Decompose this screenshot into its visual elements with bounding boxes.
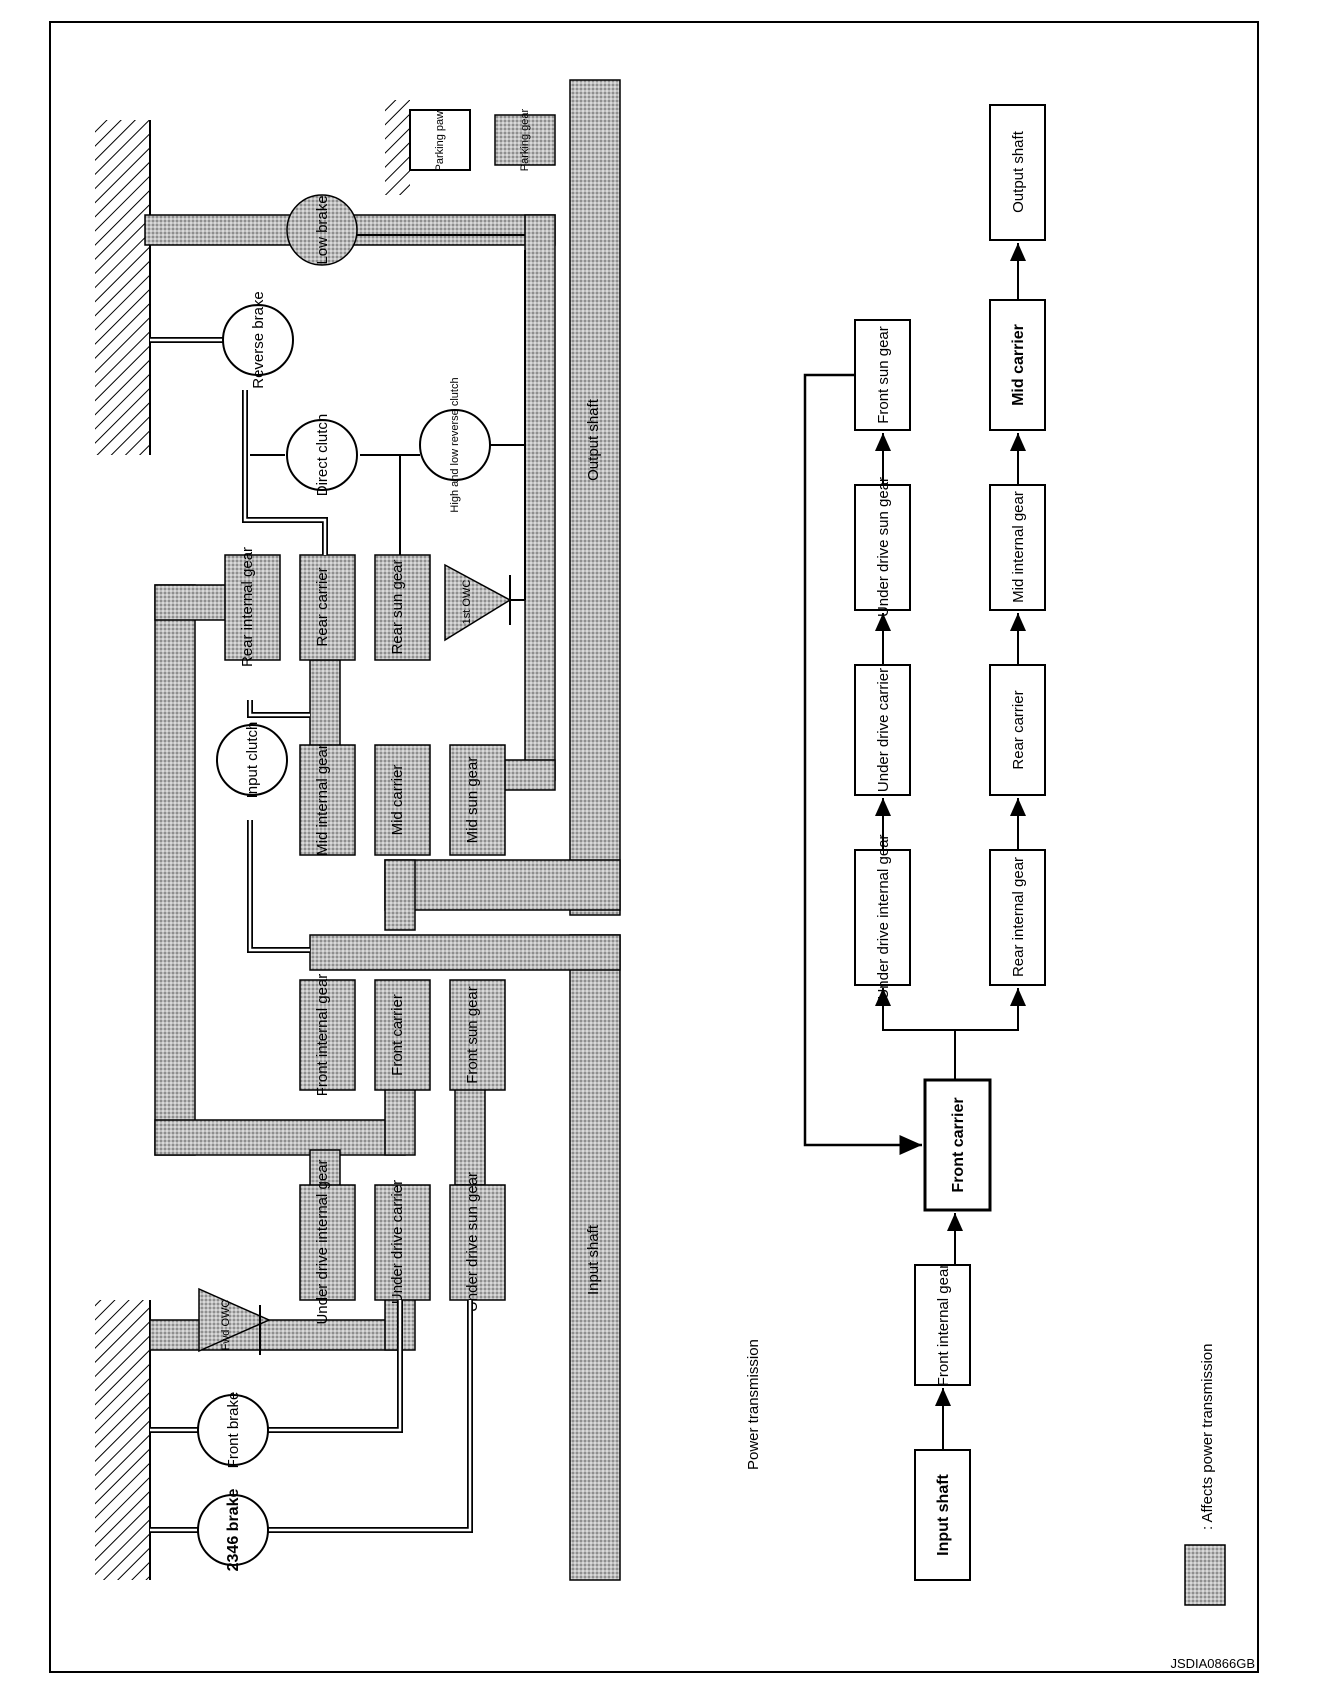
- brake-2346-label: 2346 brake: [225, 1489, 242, 1572]
- flow-ud-internal: [854, 849, 911, 986]
- flow-ud-carrier-label: Under drive carrier: [875, 668, 892, 792]
- ud-internal-gear-label: Under drive internal gear: [314, 1159, 331, 1324]
- low-brake-circle: [286, 194, 358, 266]
- front-brake-label: Front brake: [225, 1392, 242, 1469]
- hlr-clutch-circle: [419, 409, 491, 481]
- low-brake-label: Low brake: [314, 195, 331, 264]
- input-clutch-circle: [216, 724, 288, 796]
- flow-front-sun: [854, 319, 911, 431]
- rear-carrier-box: [299, 554, 356, 661]
- reference-code: JSDIA0866GB: [1170, 1656, 1255, 1671]
- rear-carrier-link: [309, 659, 341, 756]
- ground-hatch-top: [95, 120, 150, 455]
- ground-hatch-bottom: [95, 1300, 150, 1580]
- flow-ud-sun: [854, 484, 911, 611]
- rear-sun-gear-label: Rear sun gear: [389, 559, 406, 654]
- fwd-owc-label: Fwd OWC: [220, 1300, 232, 1351]
- flow-ud-sun-label: Under drive sun gear: [875, 477, 892, 617]
- gear-schematic: Under drive internal gear Under drive ca…: [95, 79, 621, 1581]
- parking-pawl-label: Parking pawl: [434, 109, 446, 172]
- front-internal-gear-box: [299, 979, 356, 1091]
- ud-carrier-label: Under drive carrier: [389, 1180, 406, 1304]
- input-clutch-label: Input clutch: [244, 722, 261, 799]
- output-shaft-band: [569, 79, 621, 916]
- flow-front-internal-label: Front internal gear: [935, 1264, 952, 1387]
- legend-swatch: [1184, 1544, 1226, 1606]
- front-sun-gear-label: Front sun gear: [464, 986, 481, 1084]
- hlr-clutch-label: High and low reverse clutch: [449, 377, 461, 512]
- input-shaft-connector: [309, 934, 621, 971]
- fwd-owc-triangle: [198, 1287, 271, 1353]
- first-owc-triangle: [444, 563, 512, 642]
- ground-hatch-pawl: [385, 100, 410, 195]
- flow-front-internal: [914, 1264, 971, 1386]
- flow-ud-internal-label: Under drive internal gear: [875, 834, 892, 999]
- flow-front-carrier-label: Front carrier: [950, 1097, 967, 1192]
- legend-text: : Affects power transmission: [1199, 1344, 1216, 1530]
- ud-internal-gear-box: [299, 1184, 356, 1301]
- ud-sun-gear-box: [449, 1184, 506, 1301]
- mid-carrier-label: Mid carrier: [389, 765, 406, 836]
- ud-sun-gear-label: Under drive sun gear: [464, 1172, 481, 1312]
- brake-2346-circle: [197, 1494, 269, 1566]
- reverse-brake-circle: [222, 304, 294, 376]
- flow-output-shaft: [989, 104, 1046, 241]
- flow-mid-carrier-label: Mid carrier: [1010, 324, 1027, 406]
- front-carrier-box: [374, 979, 431, 1091]
- flow-rear-internal-label: Rear internal gear: [1010, 857, 1027, 977]
- mid-sun-gear-box: [449, 744, 506, 856]
- flow-front-carrier: [923, 1078, 992, 1212]
- input-shaft-label: Input shaft: [585, 1224, 602, 1295]
- front-carrier-label: Front carrier: [389, 994, 406, 1076]
- flow-mid-internal: [989, 484, 1046, 611]
- flow-mid-internal-label: Mid internal gear: [1010, 491, 1027, 603]
- ud-carrier-box: [374, 1184, 431, 1301]
- parking-gear-box: [494, 114, 556, 166]
- output-shaft-connector: [384, 859, 621, 911]
- parking-pawl-box: [409, 109, 471, 171]
- flow-input-shaft-label: Input shaft: [935, 1473, 952, 1555]
- direct-clutch-label: Direct clutch: [314, 414, 331, 497]
- parking-gear-label: Parking gear: [519, 108, 531, 171]
- flow-front-sun-label: Front sun gear: [875, 326, 892, 424]
- flow-input-shaft: [914, 1449, 971, 1581]
- output-shaft-label: Output shaft: [585, 398, 602, 481]
- rear-internal-loop: [154, 584, 196, 1156]
- power-flow: Power transmission Input shaft Front int…: [745, 104, 1226, 1606]
- flow-rear-carrier-label: Rear carrier: [1010, 690, 1027, 769]
- first-owc-label: 1st OWC: [461, 580, 473, 625]
- mid-carrier-box: [374, 744, 431, 856]
- mid-sun-gear-label: Mid sun gear: [464, 757, 481, 844]
- front-sun-gear-box: [449, 979, 506, 1091]
- rear-carrier-label: Rear carrier: [314, 567, 331, 646]
- rear-internal-gear-box: [224, 554, 281, 661]
- front-brake-circle: [197, 1394, 269, 1466]
- power-transmission-title: Power transmission: [745, 1339, 762, 1470]
- flow-rear-internal: [989, 849, 1046, 986]
- rear-internal-gear-label: Rear internal gear: [239, 547, 256, 667]
- input-shaft-band: [569, 934, 621, 1581]
- direct-clutch-circle: [286, 419, 358, 491]
- mid-carrier-link: [384, 859, 416, 931]
- flow-output-shaft-label: Output shaft: [1010, 130, 1027, 213]
- flow-mid-carrier: [989, 299, 1046, 431]
- rear-internal-loop-bottom: [154, 1119, 406, 1156]
- outer-frame: [49, 21, 1259, 1673]
- rear-sun-gear-box: [374, 554, 431, 661]
- reverse-brake-label: Reverse brake: [250, 291, 267, 389]
- mid-internal-gear-label: Mid internal gear: [314, 744, 331, 856]
- mid-sun-band: [524, 214, 556, 781]
- mid-internal-gear-box: [299, 744, 356, 856]
- flow-rear-carrier: [989, 664, 1046, 796]
- front-internal-gear-label: Front internal gear: [314, 974, 331, 1097]
